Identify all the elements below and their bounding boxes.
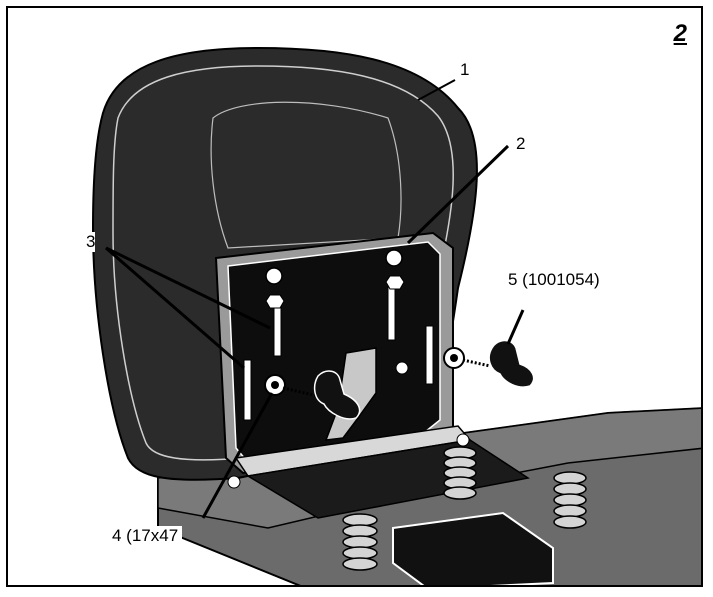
leader-1 bbox=[417, 79, 456, 101]
leader-4 bbox=[201, 392, 274, 519]
leader-2 bbox=[406, 144, 510, 245]
callout-2: 2 bbox=[516, 134, 526, 154]
knob-left bbox=[313, 370, 361, 420]
deck-opening bbox=[392, 511, 554, 585]
callout-4: 4 (17x47 bbox=[108, 526, 183, 546]
knob-right bbox=[488, 339, 535, 388]
leader-5 bbox=[506, 309, 525, 345]
leader-3a bbox=[105, 246, 271, 330]
callout-1: 1 bbox=[460, 60, 470, 80]
seat-assembly-illustration bbox=[91, 46, 701, 585]
spring-right bbox=[553, 471, 587, 529]
callout-3: 3 bbox=[86, 232, 96, 252]
washer-left-hole bbox=[271, 381, 279, 389]
nut-right bbox=[385, 275, 405, 290]
slot-right-lower bbox=[425, 325, 434, 385]
seat-cushion-seam-inner bbox=[210, 101, 402, 249]
figure-frame: 2 1 2 3 4 (17x47 5 (1001054) bbox=[6, 6, 703, 587]
bolt-head-left bbox=[265, 267, 283, 285]
bolt-head-right bbox=[385, 249, 403, 267]
spring-center bbox=[443, 446, 477, 500]
threaded-rod-left bbox=[282, 386, 319, 398]
callout-5: 5 (1001054) bbox=[508, 270, 600, 290]
center-hole bbox=[395, 361, 409, 375]
hinge-bolt-left bbox=[227, 475, 241, 489]
threaded-rod-right bbox=[462, 358, 491, 368]
washer-right-hole bbox=[450, 354, 458, 362]
slot-left-lower bbox=[243, 359, 252, 421]
nut-left bbox=[265, 294, 285, 309]
leader-3b bbox=[105, 246, 245, 370]
figure-number: 2 bbox=[673, 20, 687, 47]
hinge-bolt-right bbox=[456, 433, 470, 447]
spring-front bbox=[342, 513, 378, 571]
